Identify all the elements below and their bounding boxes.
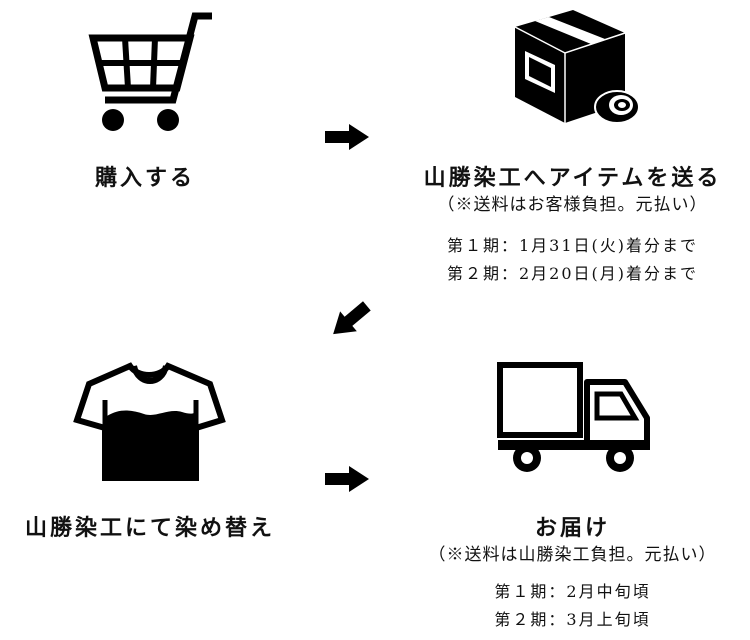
box-icon-wrap [505, 5, 645, 130]
step-dye-title: 山勝染工にて染め替え [24, 515, 275, 541]
schedule-line: 第２期：3月上旬頃 [494, 610, 651, 629]
schedule-line: 第１期：1月31日(火)着分まで [446, 236, 699, 255]
package-box-icon [514, 10, 640, 124]
arrow-1 [325, 124, 369, 150]
cart-icon-wrap [85, 12, 215, 137]
arrow-down-left-icon [333, 301, 371, 335]
arrow-right-icon [325, 466, 369, 492]
truck-icon-wrap [495, 360, 655, 480]
arrow-3 [325, 466, 369, 492]
shopping-cart-icon [88, 12, 212, 131]
dyed-tshirt-icon [73, 362, 226, 481]
schedule-line: 第１期：2月中旬頃 [494, 582, 651, 601]
step-send-schedule: 第１期：1月31日(火)着分まで 第２期：2月20日(月)着分まで [395, 232, 750, 288]
step-send-note: （※送料はお客様負担。元払い） [437, 195, 708, 215]
tshirt-icon-wrap [72, 358, 227, 483]
step-deliver-title: お届け [534, 515, 610, 541]
step-deliver-schedule: 第１期：2月中旬頃 第２期：3月上旬頃 [395, 578, 750, 634]
schedule-line: 第２期：2月20日(月)着分まで [446, 264, 699, 283]
arrow-right-icon [325, 124, 369, 150]
delivery-truck-icon [497, 362, 650, 472]
step-deliver-note: （※送料は山勝染工負担。元払い） [428, 545, 717, 565]
step-buy-title: 購入する [94, 165, 195, 191]
arrow-2 [328, 300, 372, 340]
step-send-title: 山勝染工へアイテムを送る [423, 165, 722, 191]
